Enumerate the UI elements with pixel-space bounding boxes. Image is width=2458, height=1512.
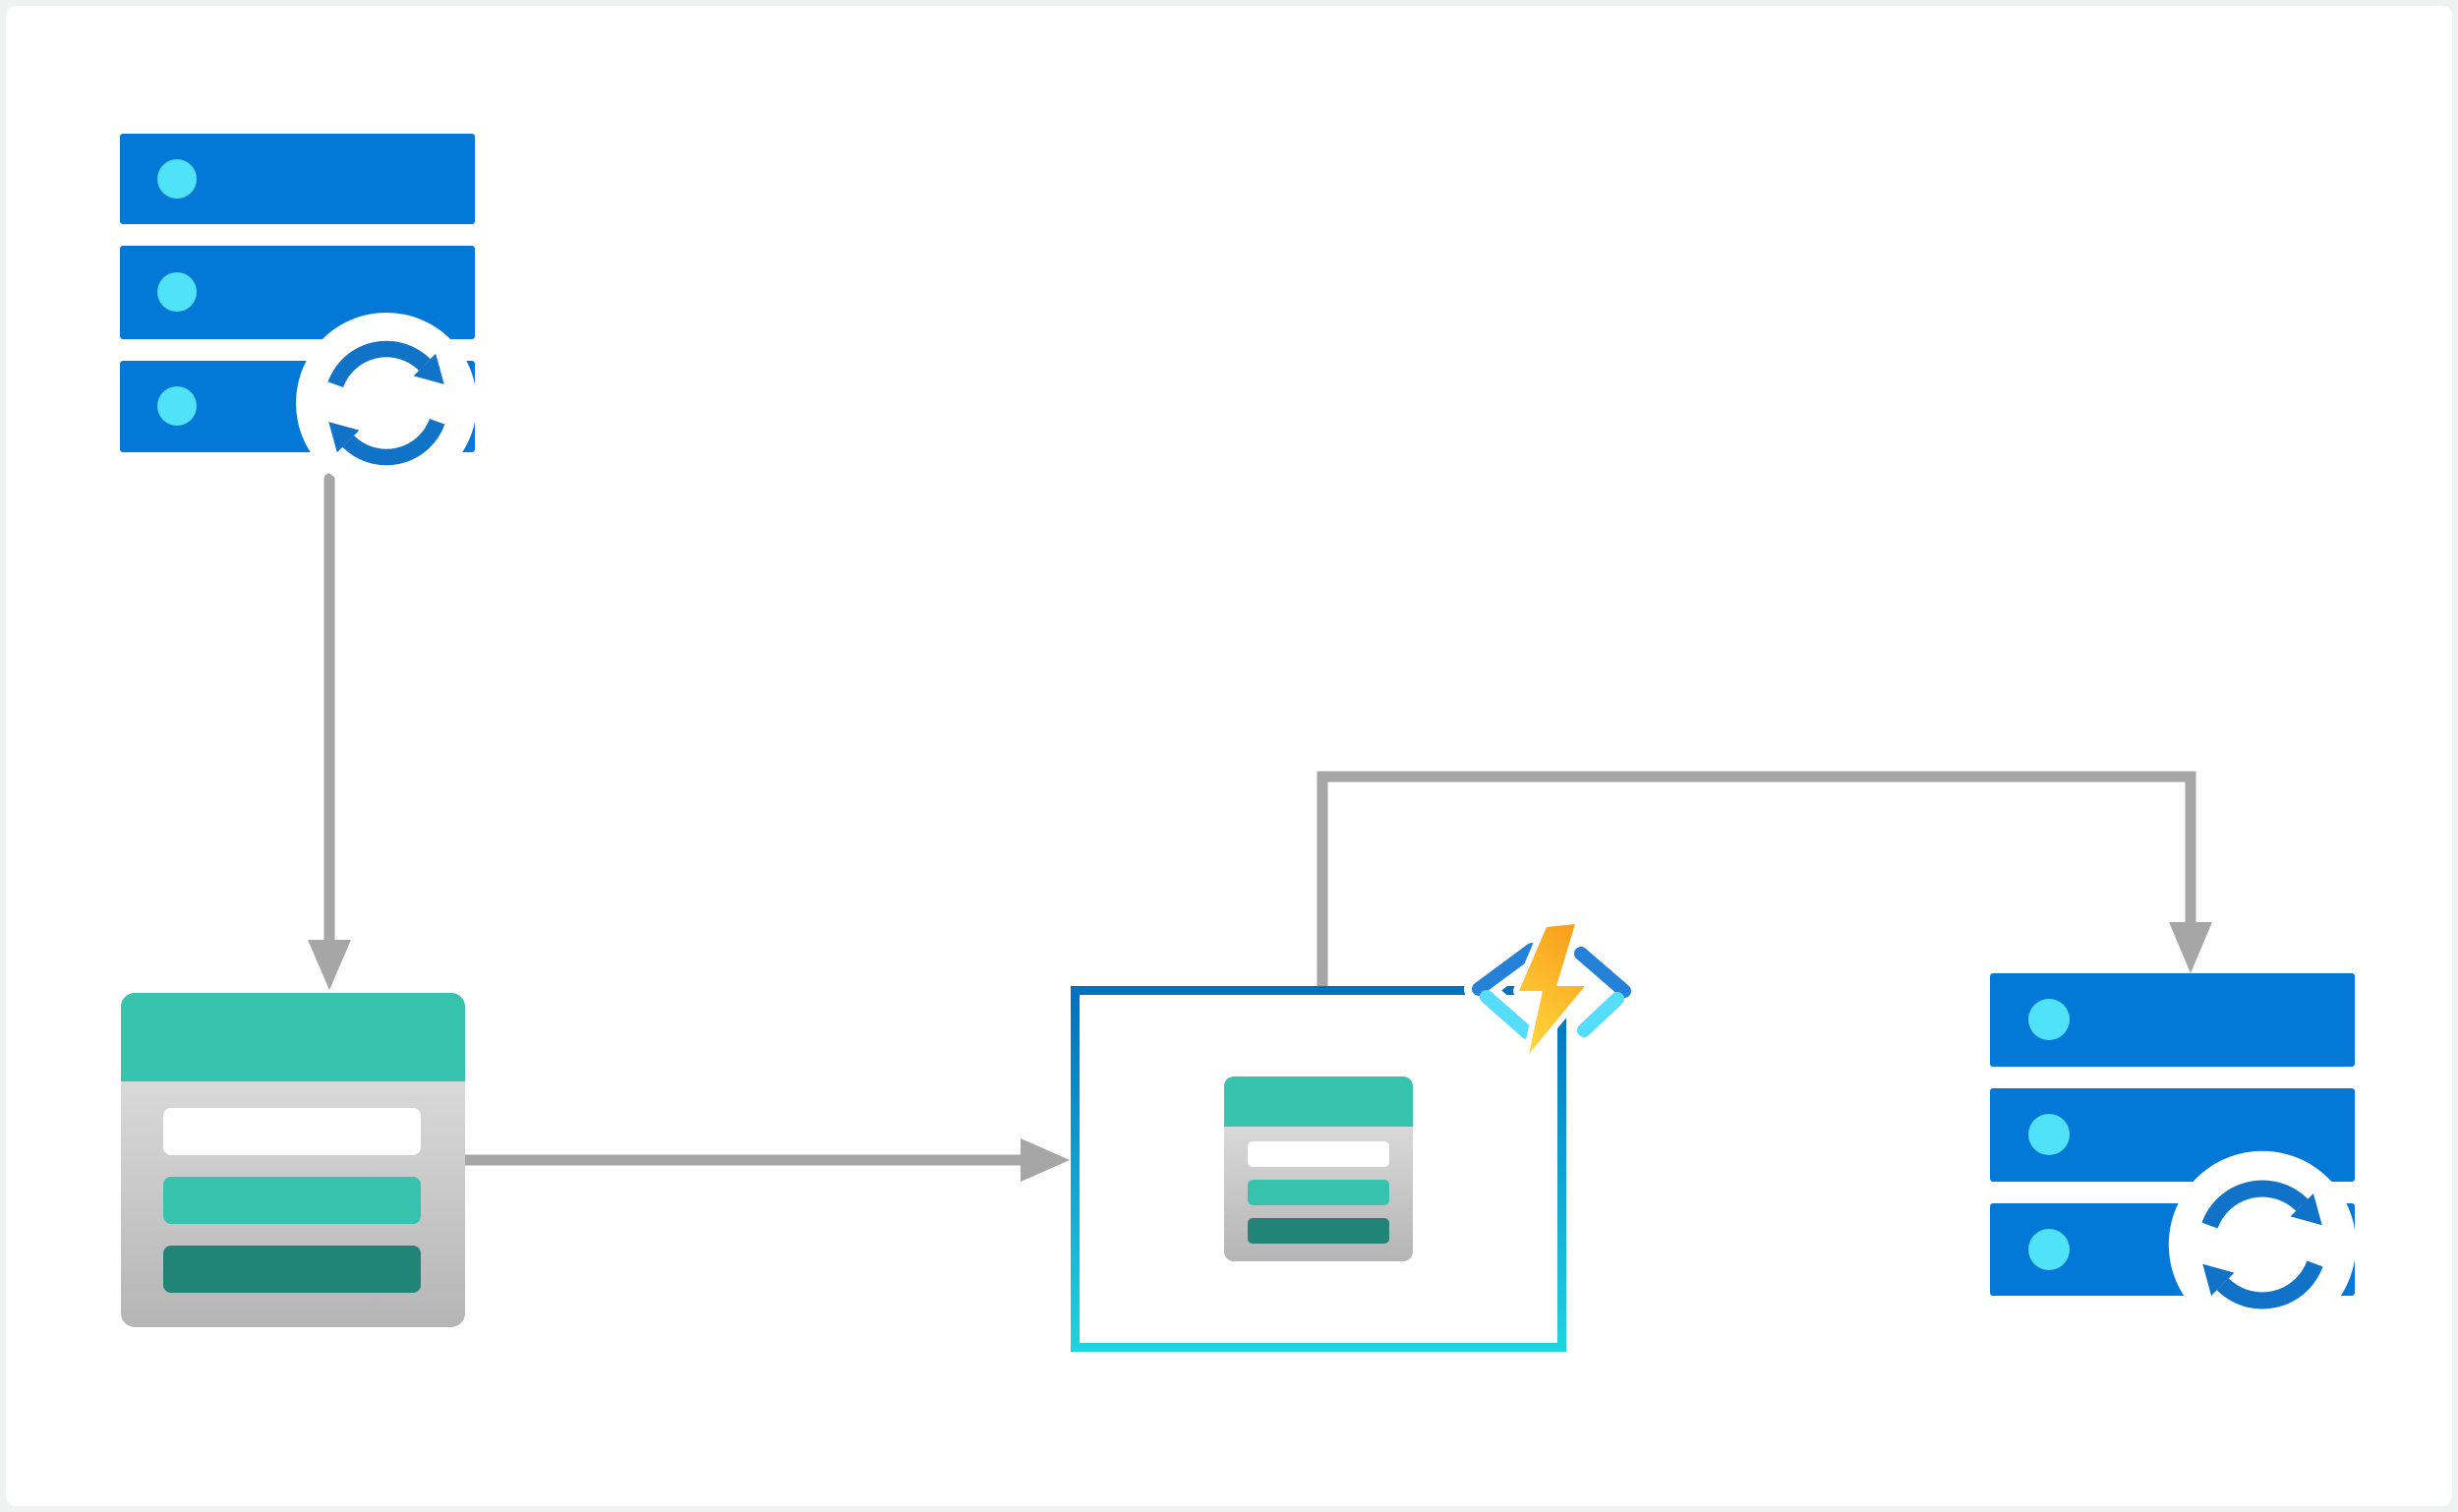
source-server-icon <box>120 134 477 494</box>
elbow-arrow-head-icon <box>2169 922 2212 973</box>
lightning-bolt-icon <box>1519 924 1585 1054</box>
server-rack-row <box>1990 973 2355 1067</box>
azure-function-icon <box>1464 918 1639 1060</box>
connector-source-to-table <box>308 473 351 990</box>
sync-arrows-icon <box>2168 1150 2357 1339</box>
server-led-dot <box>157 272 197 312</box>
connector-table-to-function <box>454 1138 1070 1182</box>
server-led-dot <box>157 386 197 426</box>
storage-table-small-icon <box>1224 1076 1413 1261</box>
function-box <box>1071 918 1639 1352</box>
table-row <box>163 1108 421 1155</box>
code-bracket-left-icon <box>1472 943 1539 996</box>
elbow-arrow-line <box>1317 771 2196 991</box>
server-led-dot <box>2028 999 2070 1040</box>
connector-function-to-target <box>1317 771 2212 991</box>
arrow-down-head-icon <box>308 940 351 990</box>
sync-arrows-icon <box>296 313 477 494</box>
code-bracket-left-icon <box>1480 990 1534 1039</box>
server-led-dot <box>2028 1114 2070 1155</box>
table-row <box>163 1246 421 1293</box>
arrow-right-head-icon <box>1021 1138 1070 1182</box>
server-led-dot <box>2028 1229 2070 1270</box>
sync-halo <box>296 313 477 494</box>
server-led-dot <box>157 159 197 199</box>
storage-table-icon <box>121 993 465 1327</box>
sync-halo <box>2168 1150 2357 1339</box>
target-server-icon <box>1990 973 2357 1339</box>
table-row <box>1248 1141 1389 1167</box>
code-bracket-right-icon <box>1577 992 1624 1037</box>
table-header <box>1224 1076 1413 1127</box>
code-bracket-right-icon <box>1574 947 1631 998</box>
table-row <box>163 1177 421 1224</box>
table-row <box>1248 1180 1389 1205</box>
table-row <box>1248 1218 1389 1244</box>
table-header <box>121 993 465 1081</box>
server-rack-row <box>120 134 475 224</box>
